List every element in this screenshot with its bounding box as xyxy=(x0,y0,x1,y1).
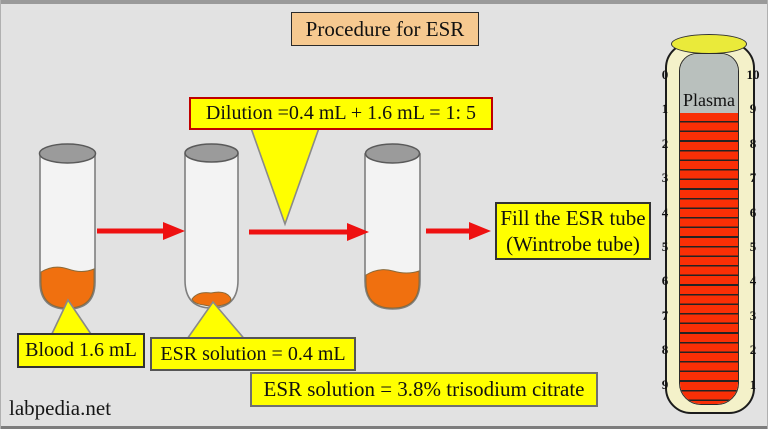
scale-left-2: 2 xyxy=(661,136,669,151)
watermark: labpedia.net xyxy=(9,396,112,420)
tube-3-cap xyxy=(364,143,421,164)
blood-volume-text: Blood 1.6 mL xyxy=(25,339,137,361)
tube-2-cap xyxy=(184,143,239,163)
scale-left-6: 6 xyxy=(661,273,669,288)
arrow-1-shaft xyxy=(97,228,165,234)
tube-1-blood xyxy=(40,266,95,309)
scale-left-7: 7 xyxy=(661,308,669,323)
scale-right-1: 1 xyxy=(749,377,757,392)
bottom-border-bar xyxy=(1,426,767,429)
tube-3-mixture-fill xyxy=(365,269,420,309)
arrow-1-head xyxy=(163,222,185,240)
red-cell-column xyxy=(680,113,738,404)
scale-left-0: 0 xyxy=(661,67,669,82)
scale-right-7: 7 xyxy=(749,170,757,185)
scale-right-3: 3 xyxy=(749,308,757,323)
dilution-callout-text: Dilution =0.4 mL + 1.6 mL = 1: 5 xyxy=(205,102,477,124)
scale-left-3: 3 xyxy=(661,170,669,185)
esr-solution-label-pointer xyxy=(183,300,249,343)
top-border-bar xyxy=(1,0,767,4)
scale-right-10: 10 xyxy=(746,67,760,82)
dilution-callout-box: Dilution =0.4 mL + 1.6 mL = 1: 5 xyxy=(189,97,493,130)
scale-left-4: 4 xyxy=(661,205,669,220)
scale-right-4: 4 xyxy=(749,273,757,288)
wintrobe-tube: Plasma 0 1 2 3 4 5 6 7 8 9 10 9 8 7 6 5 … xyxy=(662,34,760,414)
wintrobe-tube-cap xyxy=(671,34,747,54)
plasma-layer: Plasma xyxy=(680,54,738,113)
arrow-2-shaft xyxy=(249,229,349,235)
arrow-3-head xyxy=(469,222,491,240)
arrow-2-head xyxy=(347,223,369,241)
scale-left-1: 1 xyxy=(661,101,669,116)
title-box: Procedure for ESR xyxy=(291,12,479,46)
wintrobe-tube-column: Plasma xyxy=(679,53,739,405)
tube-3-mixture xyxy=(364,143,421,310)
tube-2-esr-solution xyxy=(184,143,239,309)
arrow-step-2 xyxy=(249,223,369,241)
esr-solution-volume-label: ESR solution = 0.4 mL xyxy=(150,337,356,371)
scale-right-8: 8 xyxy=(749,136,757,151)
fill-esr-tube-line1: Fill the ESR tube xyxy=(500,205,646,230)
tube-2-solution xyxy=(191,291,232,307)
scale-left-5: 5 xyxy=(661,239,669,254)
arrow-3-shaft xyxy=(426,228,471,234)
scale-right-2: 2 xyxy=(749,342,757,357)
tube-1-blood-sample xyxy=(38,143,97,310)
esr-solution-composition-text: ESR solution = 3.8% trisodium citrate xyxy=(263,377,585,402)
scale-right-5: 5 xyxy=(749,239,757,254)
scale-left-8: 8 xyxy=(661,342,669,357)
tube-1-cap xyxy=(38,143,97,164)
fill-esr-tube-box: Fill the ESR tube (Wintrobe tube) xyxy=(495,202,651,260)
tube-2-body xyxy=(184,153,239,309)
arrow-step-1 xyxy=(97,222,185,240)
fill-esr-tube-line2: (Wintrobe tube) xyxy=(506,232,640,256)
scale-right-9: 9 xyxy=(749,101,757,116)
blood-volume-label: Blood 1.6 mL xyxy=(17,333,145,368)
esr-solution-composition-label: ESR solution = 3.8% trisodium citrate xyxy=(250,372,598,407)
scale-right-6: 6 xyxy=(749,205,757,220)
page-title: Procedure for ESR xyxy=(305,16,465,41)
plasma-label: Plasma xyxy=(683,90,735,110)
scale-left-9: 9 xyxy=(661,377,669,392)
dilution-callout-pointer xyxy=(249,127,321,227)
esr-solution-volume-text: ESR solution = 0.4 mL xyxy=(160,342,346,365)
arrow-step-3 xyxy=(426,222,491,240)
